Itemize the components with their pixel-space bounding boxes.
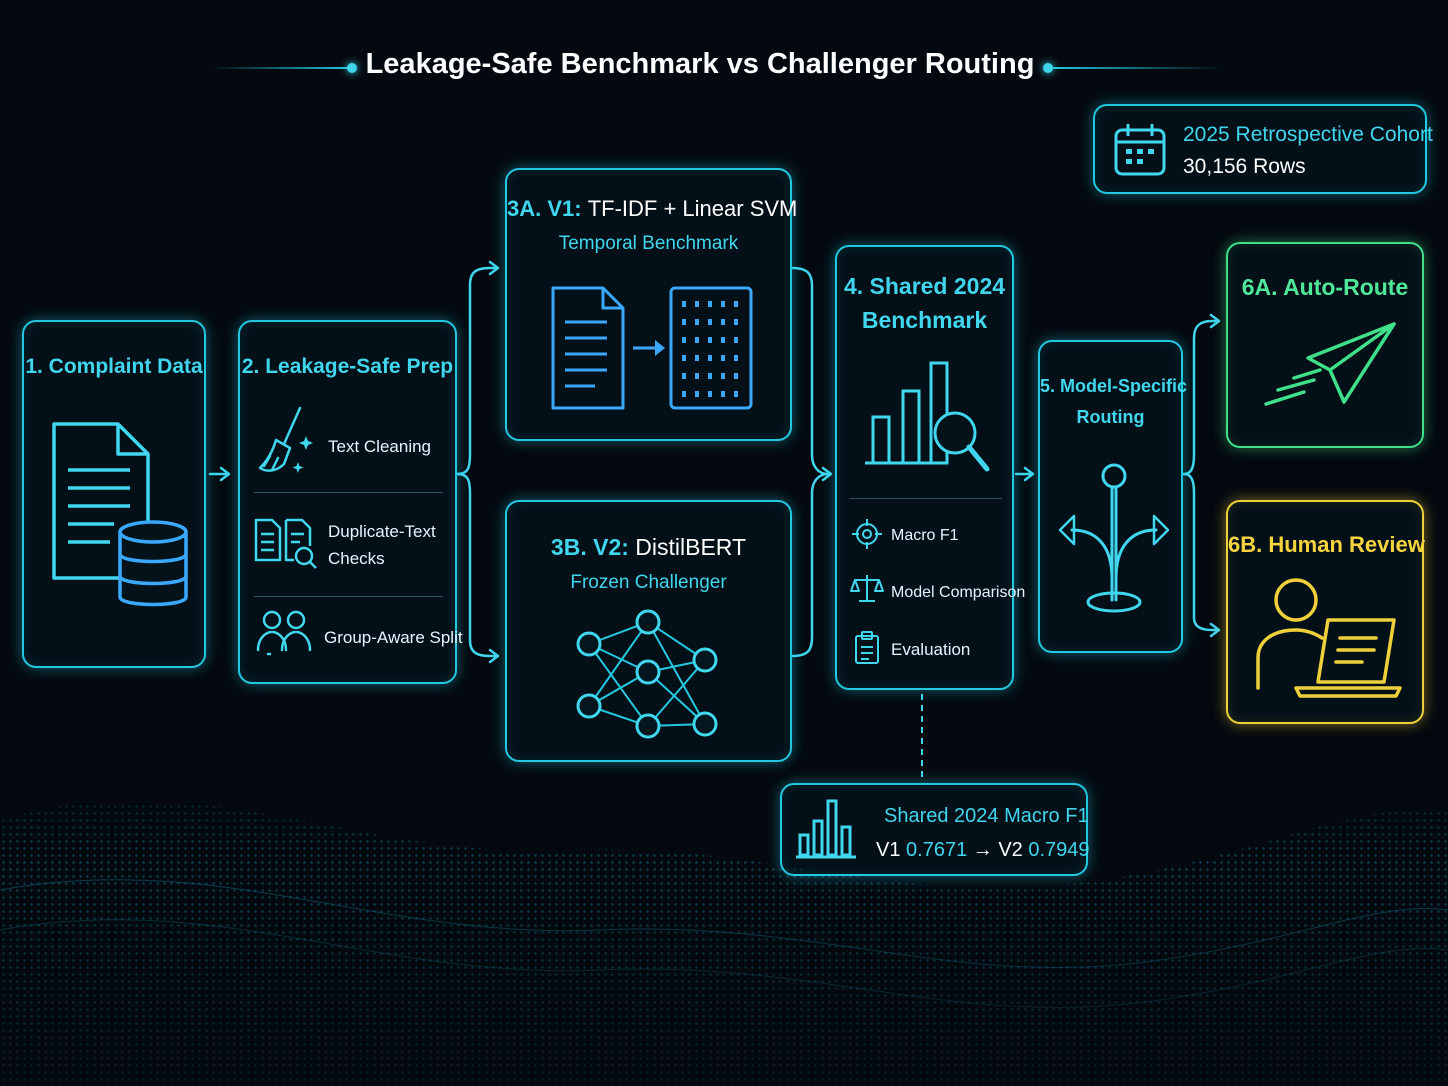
step4-divider	[849, 498, 1002, 499]
metric-v2-value: 0.7949	[1028, 839, 1090, 861]
users-group-icon	[256, 610, 312, 656]
document-search-icon	[254, 518, 317, 569]
title-line-left	[210, 67, 350, 69]
step1-card: 1. Complaint Data	[22, 320, 206, 668]
step3a-card: 3A. V1: TF-IDF + Linear SVM Temporal Ben…	[505, 168, 797, 441]
metric-card: Shared 2024 Macro F1 V1 0.7671 → V2 0.79…	[780, 783, 1090, 876]
step3b-prefix: 3B. V2:	[550, 534, 629, 560]
step2-item-group-split: Group-Aware Split	[324, 628, 463, 647]
step4-item-model-comparison: Model Comparison	[891, 584, 1026, 601]
step1-title: 1. Complaint Data	[25, 355, 203, 378]
person-laptop-icon	[1256, 578, 1402, 698]
clipboard-icon	[855, 631, 879, 664]
step4-title-line1: 4. Shared 2024	[843, 273, 1006, 299]
step3a-prefix: 3A. V1:	[507, 196, 582, 221]
step4-item-macro-f1: Macro F1	[891, 527, 959, 544]
step5-card: 5. Model-Specific Routing	[1038, 340, 1188, 653]
step3b-card: 3B. V2: DistilBERT Frozen Challenger	[505, 500, 792, 762]
title-dot-right	[1043, 63, 1053, 73]
step3a-model: TF-IDF + Linear SVM	[587, 196, 798, 221]
bar-chart-search-icon	[865, 361, 990, 472]
step2-divider-1	[254, 492, 443, 493]
metric-v2-label: V2	[998, 839, 1023, 861]
step2-item-text-cleaning: Text Cleaning	[328, 437, 432, 456]
cohort-card: 2025 Retrospective Cohort 30,156 Rows	[1093, 104, 1433, 194]
background-wave	[0, 800, 1448, 1086]
metric-values: V1 0.7671 → V2 0.7949	[876, 839, 1090, 862]
metric-v1-label: V1	[876, 839, 901, 861]
step6b-title: 6B. Human Review	[1228, 532, 1425, 557]
step3a-title: 3A. V1: TF-IDF + Linear SVM	[507, 196, 797, 222]
step2-divider-2	[254, 596, 443, 597]
calendar-icon	[1114, 124, 1166, 176]
document-to-matrix-icon	[551, 286, 753, 410]
paper-plane-icon	[1264, 322, 1396, 406]
cohort-line1: 2025 Retrospective Cohort	[1183, 123, 1433, 146]
cohort-line2: 30,156 Rows	[1183, 155, 1306, 178]
step2-title: 2. Leakage-Safe Prep	[241, 355, 454, 378]
broom-icon	[258, 406, 313, 473]
scale-icon	[850, 575, 884, 602]
step2-card: 2. Leakage-Safe Prep Text Cleaning Dupli…	[238, 320, 463, 684]
step6a-title: 6A. Auto-Route	[1241, 274, 1409, 300]
split-arrows-icon	[1058, 463, 1170, 613]
step4-card: 4. Shared 2024 Benchmark Macro F1 Model …	[835, 245, 1025, 690]
metric-v1-value: 0.7671	[906, 839, 968, 861]
metric-arrow: →	[972, 839, 993, 861]
page-title: Leakage-Safe Benchmark vs Challenger Rou…	[365, 48, 1035, 80]
step2-item-duplicate-line2: Checks	[328, 549, 385, 568]
document-database-icon	[52, 422, 188, 607]
step3b-subtitle: Frozen Challenger	[570, 572, 727, 593]
step3a-subtitle: Temporal Benchmark	[558, 233, 739, 254]
step6b-card: 6B. Human Review	[1226, 500, 1425, 724]
step2-item-duplicate-line1: Duplicate-Text	[328, 522, 436, 541]
step4-title-line2: Benchmark	[861, 307, 988, 333]
title-dot-left	[347, 63, 357, 73]
step6a-card: 6A. Auto-Route	[1226, 242, 1424, 448]
step3b-model: DistilBERT	[635, 534, 747, 560]
title-line-right	[1053, 67, 1223, 69]
step3b-title: 3B. V2: DistilBERT	[507, 534, 790, 561]
step5-title-line1: 5. Model-Specific	[1040, 376, 1188, 396]
metric-title: Shared 2024 Macro F1	[884, 805, 1089, 827]
bar-chart-icon	[796, 799, 856, 859]
step5-title-line2: Routing	[1076, 407, 1145, 427]
step4-item-evaluation: Evaluation	[891, 640, 971, 659]
neural-network-icon	[576, 609, 718, 739]
target-icon	[852, 519, 882, 549]
